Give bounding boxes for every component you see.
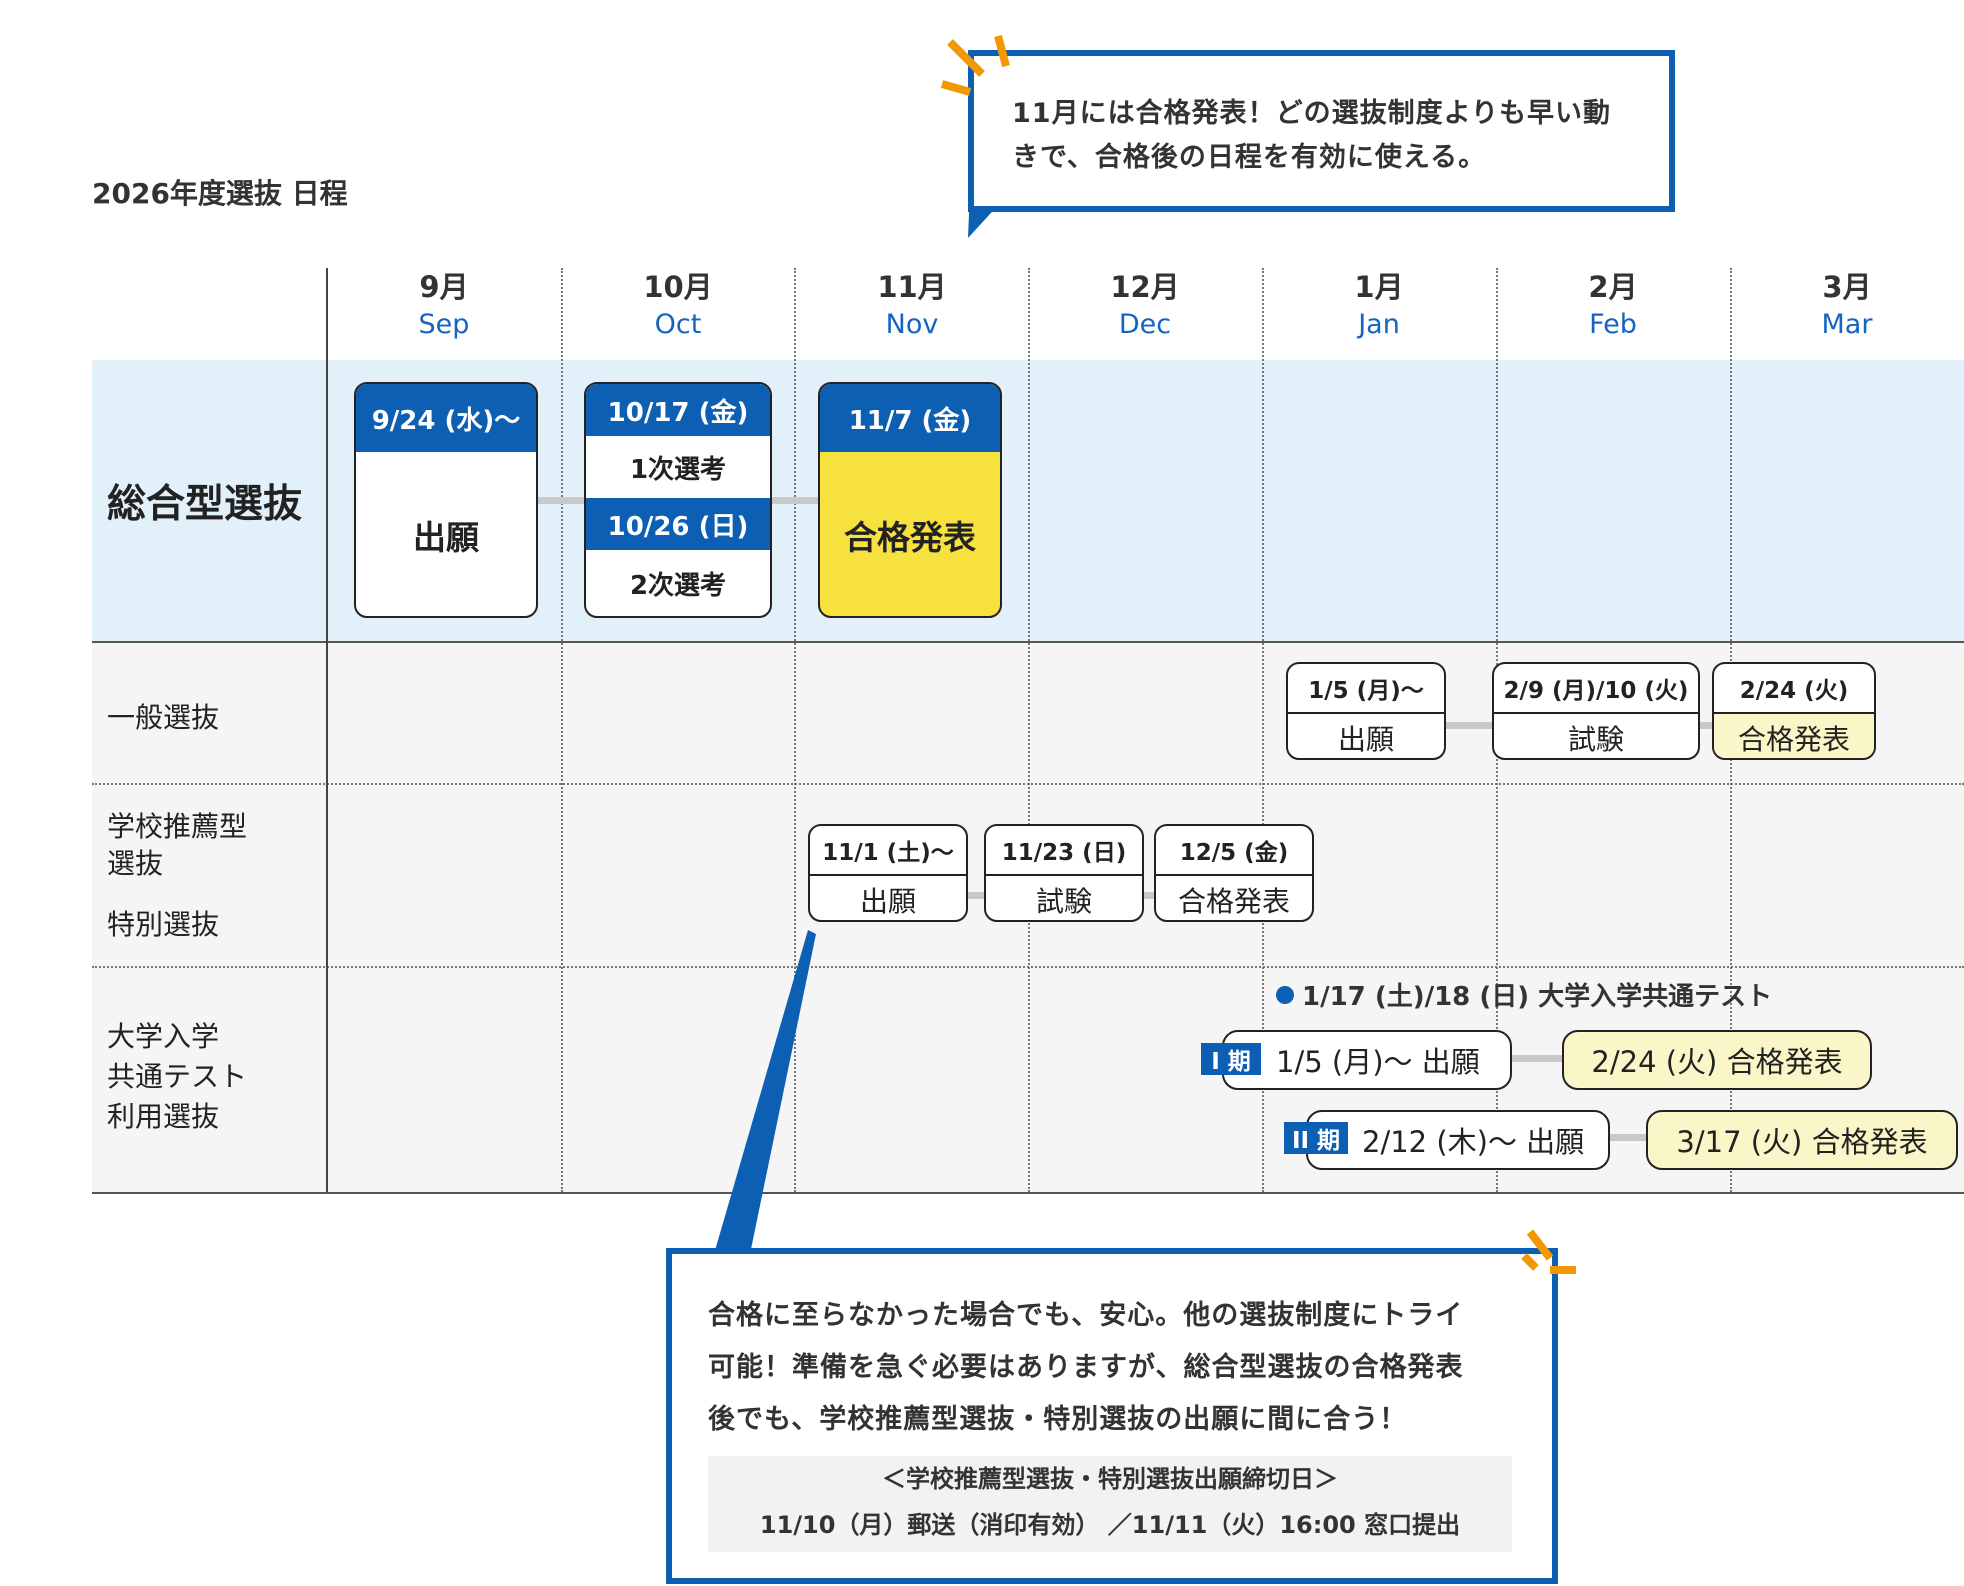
term2-badge: II 期	[1284, 1122, 1348, 1154]
callout-top: 11月には合格発表！どの選抜制度よりも早い動 きで、合格後の日程を有効に使える。	[968, 50, 1675, 212]
term-apply-text: 1/5 (月)〜 出願	[1276, 1045, 1480, 1079]
card-label: 合格発表	[844, 518, 976, 557]
card-label: 1次選考	[629, 454, 727, 485]
kyotsu-term1-result: 2/24 (火) 合格発表	[1562, 1030, 1872, 1090]
timeline-connector	[1510, 1055, 1564, 1062]
test-date-text: 1/17 (土)/18 (日) 大学入学共通テスト	[1302, 982, 1773, 1012]
month-divider	[1262, 268, 1264, 1192]
card-date: 9/24 (水)〜	[356, 384, 536, 452]
card-label: 合格発表	[1177, 885, 1290, 918]
term1-badge: I 期	[1201, 1043, 1261, 1075]
test-date-note: 1/17 (土)/18 (日) 大学入学共通テスト	[1276, 976, 1772, 1013]
bullet-icon	[1276, 985, 1294, 1004]
row-label-kyotsu-1: 大学入学	[107, 1020, 220, 1053]
card-date: 11/1 (土)〜	[810, 826, 966, 876]
callout-bottom-line1: 合格に至らなかった場合でも、安心。他の選抜制度にトライ	[708, 1300, 1464, 1331]
row-label-sougou: 総合型選抜	[107, 482, 303, 527]
card-date: 12/5 (金)	[1156, 826, 1312, 876]
card-date: 2/24 (火)	[1714, 664, 1874, 714]
suisen-apply-card: 11/1 (土)〜 出願	[808, 824, 968, 922]
month-divider	[794, 268, 796, 1192]
callout-top-line1: 11月には合格発表！どの選抜制度よりも早い動	[1012, 98, 1612, 129]
sougou-apply-card: 9/24 (水)〜 出願	[354, 382, 538, 618]
deadline-note-body: 11/10（月）郵送（消印有効） ／11/11（火）16:00 窓口提出	[759, 1511, 1461, 1539]
callout-pointer-bottom	[714, 930, 816, 1254]
spark-icon	[940, 34, 1010, 96]
suisen-result-card: 12/5 (金) 合格発表	[1154, 824, 1314, 922]
row-label-kyotsu-2: 共通テスト	[107, 1060, 248, 1093]
card-date: 10/26 (日)	[586, 498, 770, 550]
row-label-suisen-2: 選抜	[107, 847, 164, 880]
ippan-result-card: 2/24 (火) 合格発表	[1712, 662, 1876, 760]
card-label: 出願	[1337, 723, 1394, 756]
timeline-connector	[1608, 1134, 1648, 1141]
ippan-exam-card: 2/9 (月)/10 (火) 試験	[1492, 662, 1700, 760]
card-date: 11/7 (金)	[820, 384, 1000, 452]
row-label-suisen-1: 学校推薦型	[107, 810, 248, 843]
sougou-result-card: 11/7 (金) 合格発表	[818, 382, 1002, 618]
card-label: 試験	[1035, 885, 1092, 918]
kyotsu-term2-result: 3/17 (火) 合格発表	[1646, 1110, 1958, 1170]
ippan-apply-card: 1/5 (月)〜 出願	[1286, 662, 1446, 760]
term-apply-text: 2/12 (木)〜 出願	[1362, 1125, 1585, 1159]
callout-bottom-line2: 可能！準備を急ぐ必要はありますが、総合型選抜の合格発表	[708, 1352, 1464, 1383]
page-title: 2026年度選抜 日程	[92, 177, 348, 210]
deadline-note: ＜学校推薦型選抜・特別選抜出願締切日＞ 11/10（月）郵送（消印有効） ／11…	[708, 1456, 1512, 1552]
callout-bottom-line3: 後でも、学校推薦型選抜・特別選抜の出願に間に合う！	[708, 1404, 1408, 1435]
card-label: 出願	[859, 885, 916, 918]
month-divider	[561, 268, 563, 1192]
row-label-kyotsu-3: 利用選抜	[107, 1100, 220, 1133]
card-date: 1/5 (月)〜	[1288, 664, 1444, 714]
card-date: 2/9 (月)/10 (火)	[1494, 664, 1698, 714]
card-label: 2次選考	[629, 570, 727, 601]
month-divider	[1028, 268, 1030, 1192]
row-label-ippan: 一般選抜	[107, 701, 220, 734]
card-date: 11/23 (日)	[986, 826, 1142, 876]
spark-icon	[1521, 1229, 1576, 1274]
sougou-exam1-card: 10/17 (金) 1次選考 10/26 (日) 2次選考	[584, 382, 772, 618]
card-label: 合格発表	[1714, 714, 1874, 758]
kyotsu-term2-apply: 2/12 (木)〜 出願	[1306, 1110, 1610, 1170]
label-column-divider	[326, 268, 328, 1192]
row-label-suisen-3: 特別選抜	[107, 908, 220, 941]
divider-table-bottom	[92, 1192, 1964, 1194]
callout-top-line2: きで、合格後の日程を有効に使える。	[1012, 142, 1487, 173]
callout-bottom: 合格に至らなかった場合でも、安心。他の選抜制度にトライ 可能！準備を急ぐ必要はあ…	[666, 1248, 1558, 1584]
card-label: 試験	[1567, 723, 1624, 756]
card-date: 10/17 (金)	[586, 384, 770, 436]
card-label: 出願	[413, 518, 479, 557]
term-result-text: 3/17 (火) 合格発表	[1676, 1125, 1928, 1159]
deadline-note-title: ＜学校推薦型選抜・特別選抜出願締切日＞	[882, 1465, 1338, 1493]
kyotsu-term1-apply: 1/5 (月)〜 出願	[1222, 1030, 1512, 1090]
term-result-text: 2/24 (火) 合格発表	[1591, 1045, 1843, 1079]
suisen-exam-card: 11/23 (日) 試験	[984, 824, 1144, 922]
